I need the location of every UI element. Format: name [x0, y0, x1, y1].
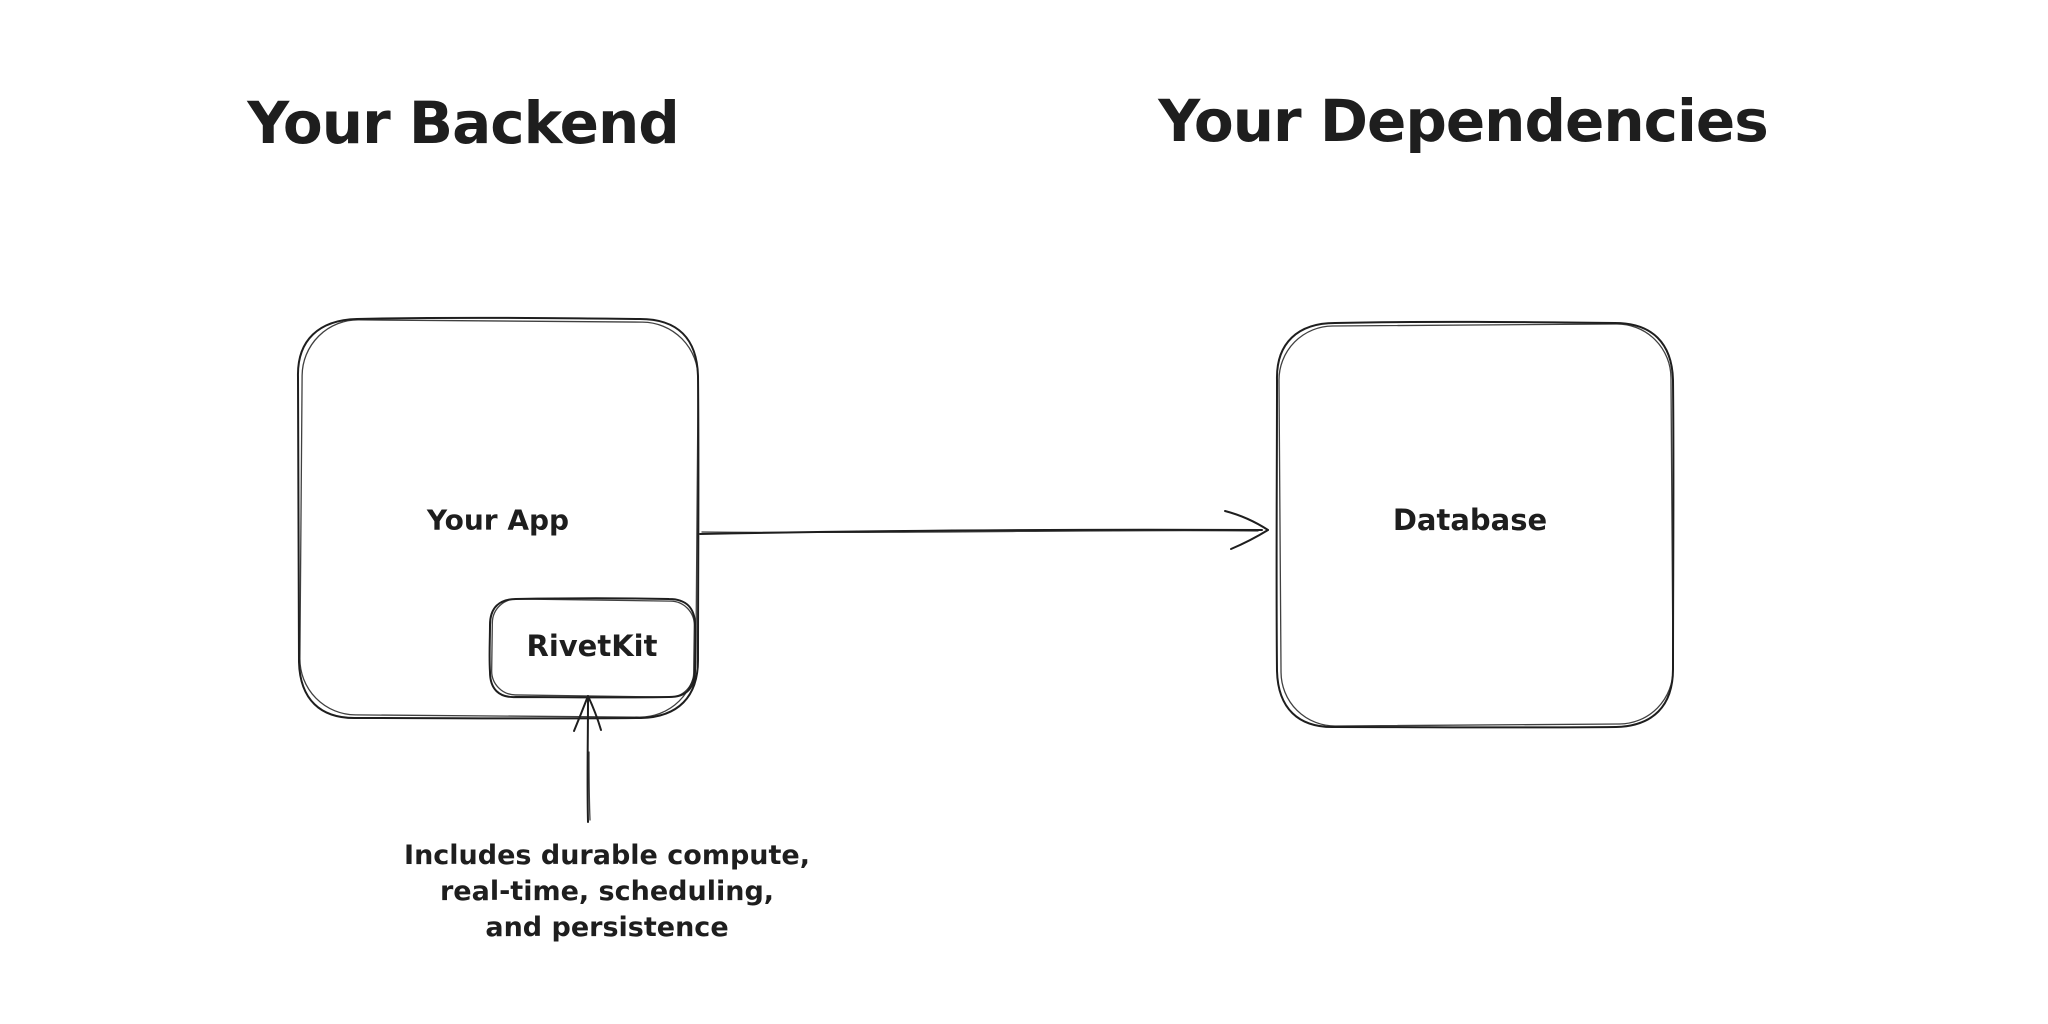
rivetkit-label: RivetKit	[526, 629, 658, 663]
your-app-label: Your App	[426, 503, 570, 537]
annotation-line-3: and persistence	[485, 912, 729, 943]
your-app-box	[296, 316, 700, 720]
rivetkit-box	[488, 597, 697, 699]
dependencies-column-title: Your Dependencies	[1158, 87, 1769, 155]
arrowhead-right	[1224, 510, 1269, 531]
database-label: Database	[1392, 503, 1548, 537]
arrow-app-to-database	[699, 510, 1269, 550]
database-box	[1275, 320, 1675, 729]
arrow-annotation-to-rivetkit	[573, 695, 602, 823]
arrowhead-up	[573, 695, 589, 732]
backend-column-title: Your Backend	[247, 89, 679, 157]
annotation-line-2: real-time, scheduling,	[439, 876, 775, 907]
rivetkit-annotation: Includes durable compute, real-time, sch…	[404, 838, 810, 946]
annotation-line-1: Includes durable compute,	[404, 840, 810, 871]
